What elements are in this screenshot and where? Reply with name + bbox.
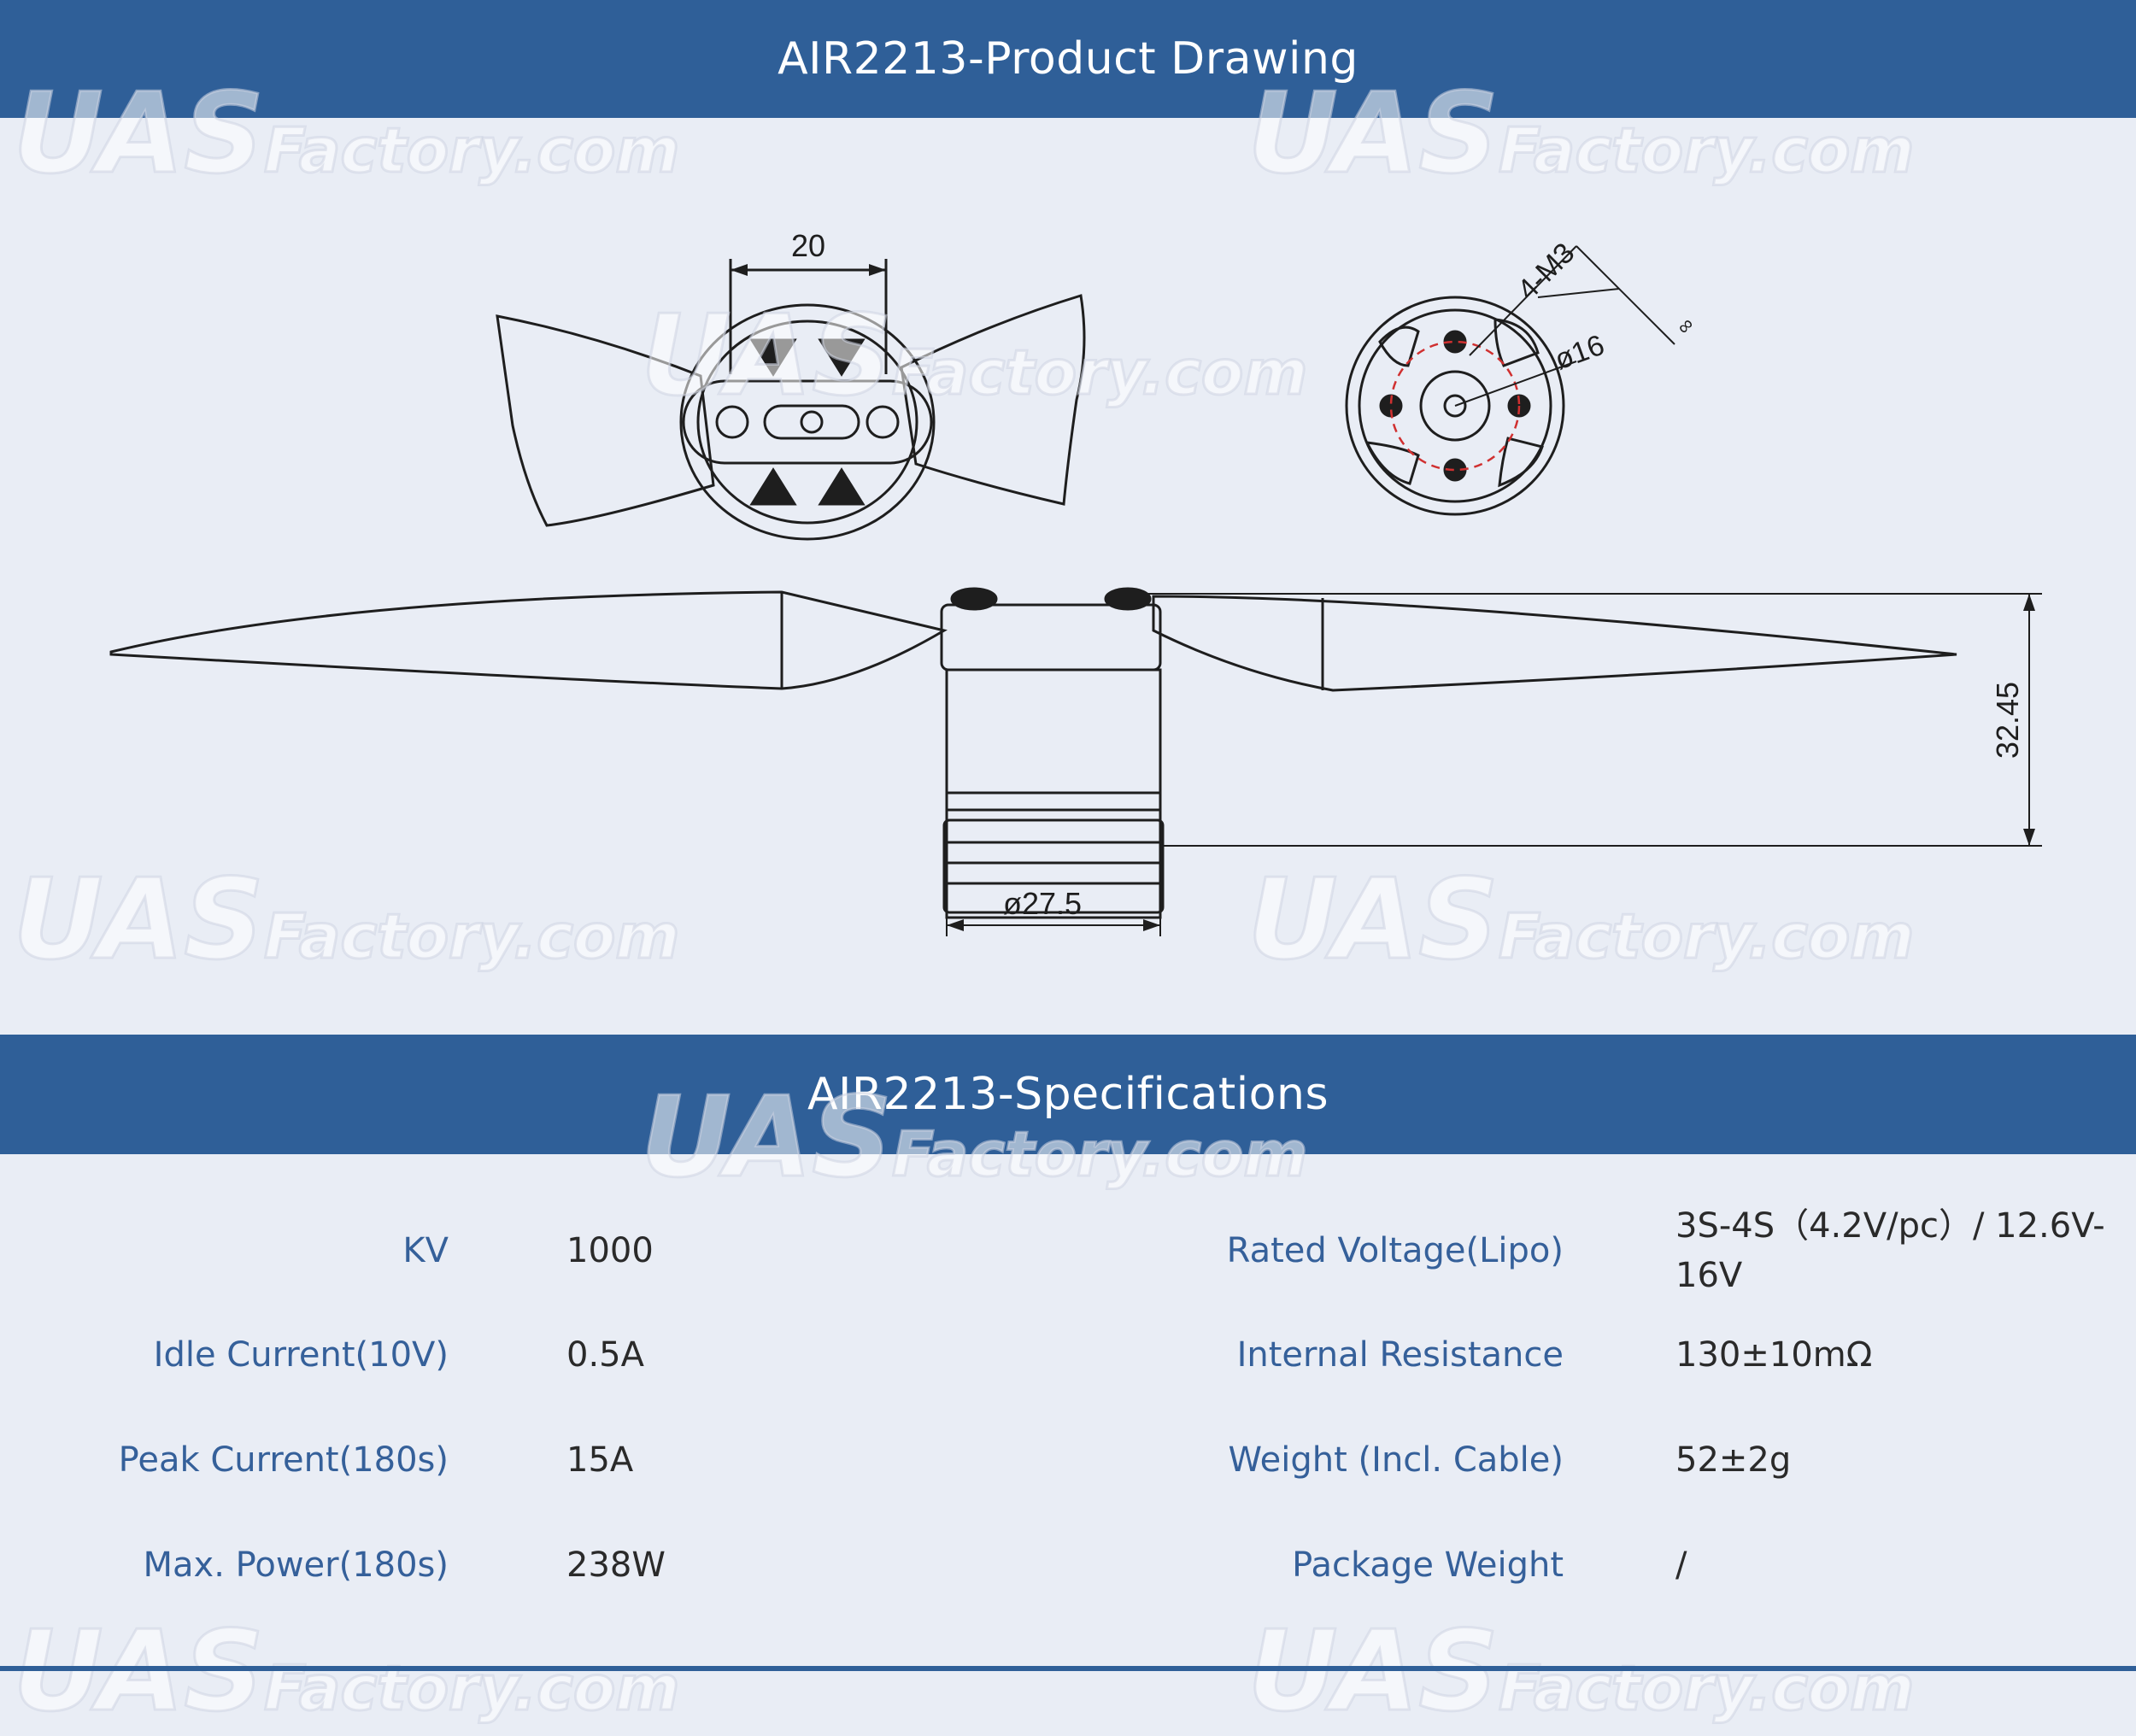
spec-value-package-weight: / — [1675, 1545, 1687, 1585]
motor-bell-top — [940, 603, 1162, 672]
motor-base-ring — [942, 818, 1165, 914]
spec-label-weight: Weight (Incl. Cable) — [1228, 1440, 1564, 1480]
motor-shaft — [1443, 394, 1467, 418]
spec-value-internal-resistance: 130±10mΩ — [1675, 1335, 1873, 1375]
hub-inner — [696, 320, 918, 525]
dim-height: 32.45 — [1990, 682, 2025, 759]
dim-thread-depth: ∞ — [1672, 313, 1699, 339]
technical-drawing-svg: 20 4-M3 ø16 ∞ 32.45 ø27.5 — [109, 228, 2042, 936]
product-drawing: 20 4-M3 ø16 ∞ 32.45 ø27.5 — [0, 118, 2136, 1035]
blade-right — [1152, 595, 1957, 692]
hub-center — [800, 410, 824, 434]
hub-outer — [679, 303, 936, 541]
folded-blade-right — [900, 294, 1086, 506]
blade-left — [109, 590, 948, 690]
product-drawing-header: AIR2213-Product Drawing — [0, 0, 2136, 118]
spec-value-weight: 52±2g — [1675, 1440, 1792, 1480]
dim-hub-width: 20 — [791, 228, 825, 263]
spec-label-kv: KV — [402, 1231, 449, 1270]
specifications-table: KV 1000 Idle Current(10V) 0.5A Peak Curr… — [0, 1154, 2136, 1671]
motor-base-inner — [1358, 308, 1552, 503]
dim-bolt-circle: ø16 — [1551, 329, 1609, 377]
specifications-header: AIR2213-Specifications — [0, 1035, 2136, 1154]
spec-label-peak-current: Peak Current(180s) — [118, 1440, 449, 1480]
motor-bearing — [1419, 370, 1491, 442]
folded-blade-left — [496, 314, 715, 527]
bottom-border — [0, 1666, 2136, 1671]
spec-value-max-power: 238W — [566, 1545, 666, 1585]
hub-bar — [682, 379, 933, 465]
spec-value-idle-current: 0.5A — [566, 1335, 644, 1375]
spec-label-package-weight: Package Weight — [1292, 1545, 1564, 1585]
spec-value-peak-current: 15A — [566, 1440, 634, 1480]
hub-slot — [763, 404, 860, 440]
motor-base-outer — [1345, 296, 1565, 516]
spec-label-rated-voltage: Rated Voltage(Lipo) — [1226, 1231, 1564, 1270]
spec-label-internal-resistance: Internal Resistance — [1236, 1335, 1564, 1375]
spec-label-idle-current: Idle Current(10V) — [153, 1335, 449, 1375]
dim-diameter: ø27.5 — [1003, 886, 1082, 921]
hub-screw-right — [866, 405, 900, 439]
spec-value-kv: 1000 — [566, 1231, 654, 1270]
product-drawing-title: AIR2213-Product Drawing — [778, 33, 1358, 85]
spec-value-rated-voltage: 3S-4S（4.2V/pc）/ 12.6V-16V — [1675, 1206, 2105, 1295]
spec-label-max-power: Max. Power(180s) — [143, 1545, 449, 1585]
hub-screw-left — [715, 405, 749, 439]
specifications-title: AIR2213-Specifications — [807, 1069, 1329, 1120]
